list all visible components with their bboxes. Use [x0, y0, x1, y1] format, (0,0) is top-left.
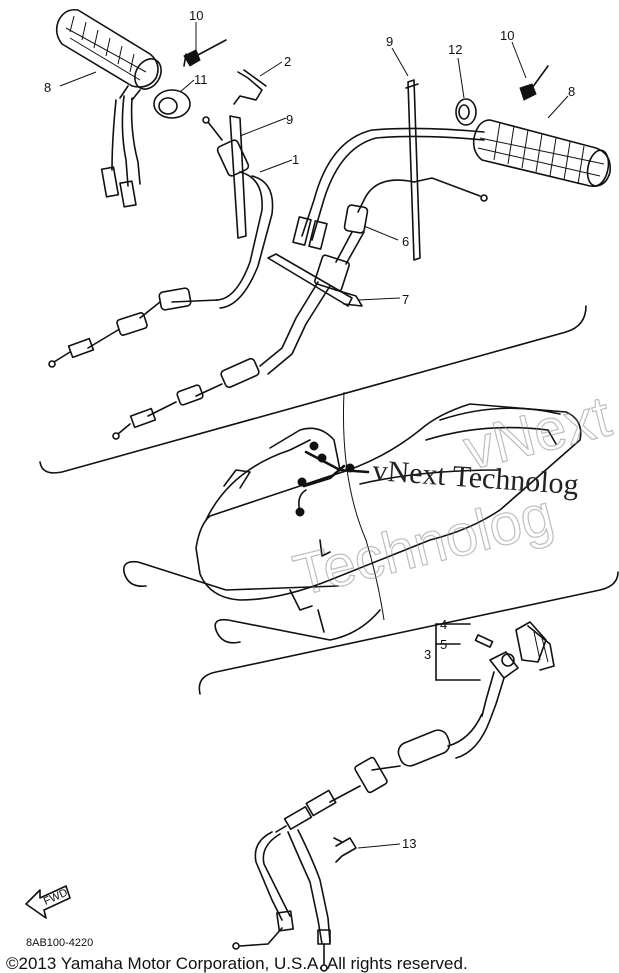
left-grip-wires	[100, 95, 141, 208]
brake-cable	[112, 177, 488, 440]
snowmobile	[122, 403, 582, 644]
diagram-code: 8AB100-4220	[26, 937, 93, 949]
tie-strap	[267, 253, 363, 307]
lower-cable-harness	[232, 713, 491, 972]
callout-8-left: 8	[44, 80, 51, 95]
section-dividers	[39, 305, 619, 695]
callout-4: 4	[440, 617, 447, 632]
forward-arrow-icon: FWD	[25, 885, 71, 919]
right-cable-tie	[405, 79, 421, 261]
snowmobile-location-markers	[295, 441, 370, 517]
throttle-cable	[48, 116, 274, 368]
callout-9-right: 9	[386, 34, 393, 49]
callouts: 10 8 2 11 9 1 9 12 10 8 6 7 4 5 3 13	[44, 8, 575, 851]
switch-assembly	[435, 621, 555, 721]
leader-lines	[59, 22, 569, 849]
callout-10-left: 10	[189, 8, 203, 23]
callout-1: 1	[292, 152, 299, 167]
left-screw	[183, 39, 227, 67]
callout-7: 7	[402, 292, 409, 307]
callout-9-left: 9	[286, 112, 293, 127]
callout-5: 5	[440, 637, 447, 652]
left-grip	[55, 8, 162, 101]
watermark: vNext Technolog vNext Technolog	[287, 383, 618, 609]
callout-2: 2	[284, 54, 291, 69]
callout-13: 13	[402, 836, 416, 851]
callout-6: 6	[402, 234, 409, 249]
callout-10-right: 10	[500, 28, 514, 43]
callout-3: 3	[424, 647, 431, 662]
cable-clip	[233, 69, 267, 105]
right-screw	[519, 65, 549, 101]
callout-8-right: 8	[568, 84, 575, 99]
callout-11: 11	[194, 72, 208, 87]
watermark-technolog: Technolog	[287, 482, 559, 609]
copyright-notice: ©2013 Yamaha Motor Corporation, U.S.A. A…	[6, 954, 468, 973]
right-grip	[472, 119, 612, 188]
left-cable-tie	[229, 115, 247, 239]
right-grip-wires	[292, 127, 485, 250]
cable-clip-13	[333, 837, 357, 863]
callout-12: 12	[448, 42, 462, 57]
left-collar	[153, 89, 191, 119]
right-collar	[455, 98, 477, 126]
